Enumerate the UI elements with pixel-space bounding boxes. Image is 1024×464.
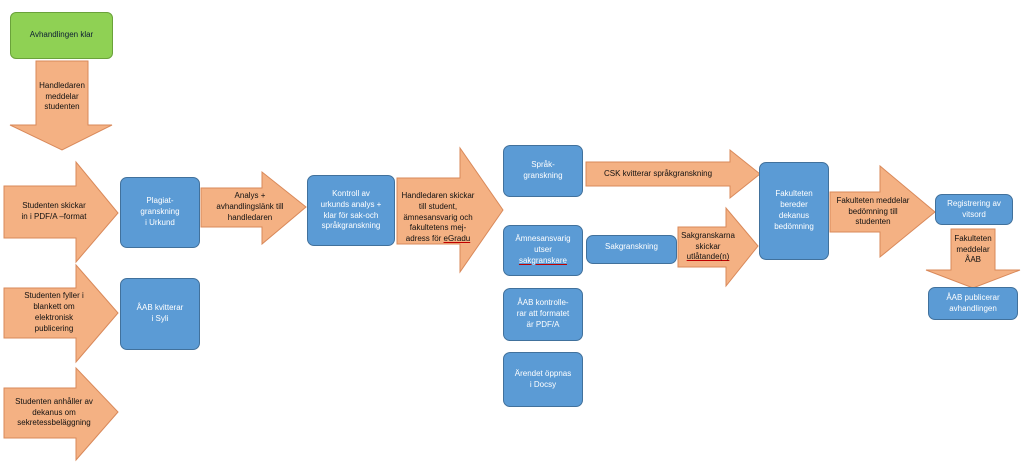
- plagiat-box: [120, 177, 200, 248]
- analys-label: Analys + avhandlingslänk till handledare…: [216, 191, 284, 222]
- fakulteten-bereder-label: Fakulteten bereder dekanus bedömning: [774, 189, 814, 231]
- arendet-label: Ärendet öppnas i Docsy: [514, 368, 572, 389]
- arrow-sakgranskarna: [677, 206, 759, 288]
- aab-kontrollerar-box: [503, 288, 583, 341]
- aab-kontrollerar-label: ÅAB kontrolle- rar att formatet är PDF/A: [516, 298, 570, 329]
- start-label: Avhandlingen klar: [29, 30, 94, 40]
- kontroll-box: [307, 175, 395, 246]
- sakgranskarna-label: Sakgranskarna skickar utlåtande(n): [681, 230, 735, 262]
- amnesansvarig-box: [503, 225, 583, 276]
- arrow-studenten-skickar: [3, 160, 119, 264]
- studenten-anhaller-label: Studenten anhåller av dekanus om sekrete…: [15, 396, 93, 428]
- arrow-analys: [200, 170, 307, 246]
- fakulteten-meddelar-label: Fakulteten meddelar bedömning till stude…: [836, 195, 910, 227]
- sakgranskning-box: [586, 235, 677, 264]
- arrow-handledaren-skickar: [396, 146, 504, 274]
- arrow-studenten-anhaller: [3, 366, 119, 462]
- sprak-label: Språk- granskning: [523, 160, 563, 180]
- arrow-fakulteten-meddelar-aab: [925, 228, 1021, 289]
- registrering-label: Registrering av vitsord: [947, 198, 1001, 219]
- sakgranskning-label: Sakgranskning: [605, 241, 658, 251]
- aab-publicerar-label: ÅAB publicerar avhandlingen: [946, 292, 1000, 313]
- arrow-csk: [585, 148, 761, 200]
- arendet-box: [503, 352, 583, 407]
- studenten-fyller-label: Studenten fyller i blankett om elektroni…: [24, 291, 84, 333]
- fakulteten-bereder-box: [759, 162, 829, 260]
- arrow-studenten-fyller: [3, 263, 119, 364]
- kontroll-label: Kontroll av urkunds analys + klar för sa…: [320, 188, 382, 231]
- sprak-box: [503, 145, 583, 197]
- amnesansvarig-label: Ämnesansvarig utser sakgranskare: [515, 234, 571, 265]
- studenten-skickar-label: Studenten skickar in i PDF/A –format: [21, 201, 87, 221]
- aab-kvitterar-box: [120, 278, 200, 350]
- plagiat-label: Plagiat- granskning i Urkund: [140, 196, 180, 227]
- start-box: [10, 12, 113, 59]
- registrering-box: [935, 194, 1013, 225]
- aab-kvitterar-label: ÅAB kvitterar i Syli: [136, 303, 184, 323]
- handledaren-skickar-label: Handledaren skickar till student, ämnesa…: [401, 191, 475, 244]
- fakulteten-meddelar-aab-label: Fakulteten meddelar ÅAB: [954, 233, 992, 265]
- handledaren-meddelar-label: Handledaren meddelar studenten: [39, 80, 85, 112]
- arrow-fakulteten-meddelar: [829, 164, 936, 259]
- csk-label: CSK kvitterar språkgranskning: [603, 168, 713, 178]
- arrow-handledaren-meddelar: [9, 60, 113, 151]
- aab-publicerar-box: [928, 287, 1018, 320]
